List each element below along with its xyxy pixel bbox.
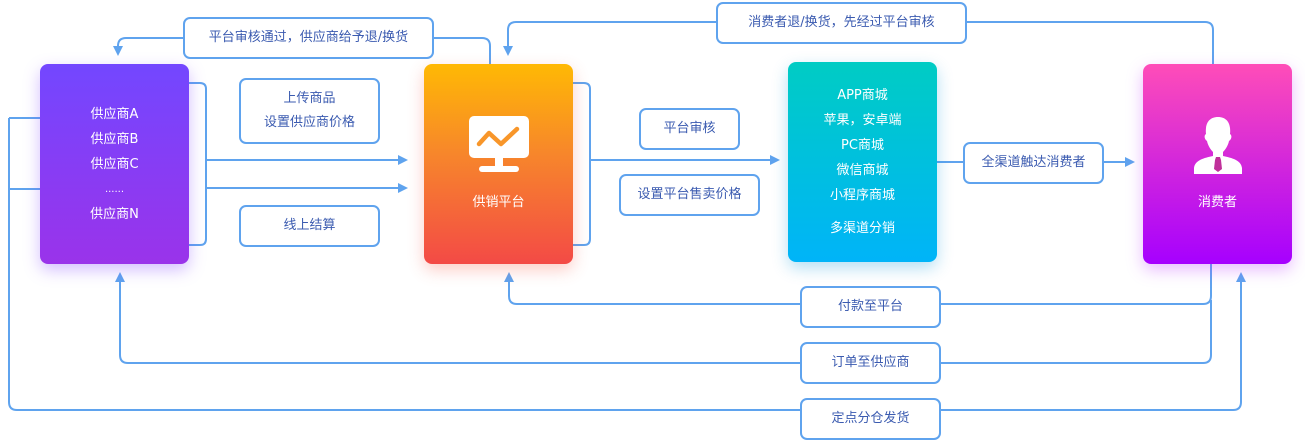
consumer-node: 消费者 [1143,64,1292,264]
edge-fixed-point-shipping [8,118,1246,411]
edge-supplier-bracket [189,82,207,246]
supplier-n: 供应商N [90,206,139,222]
supplier-c: 供应商C [90,156,139,172]
monitor-chart-icon [467,114,531,176]
label-return-approved: 平台审核通过，供应商给予退/换货 [183,17,434,59]
label-order-to-supplier-text: 订单至供应商 [831,355,910,370]
label-fixed-point-shipping-text: 定点分仓发货 [831,411,910,426]
label-payment-to-platform-text: 付款至平台 [837,299,903,314]
label-upload-products: 上传商品 设置供应商价格 [239,78,380,144]
platform-node: 供销平台 [424,64,573,264]
label-omnichannel: 全渠道触达消费者 [963,142,1104,184]
platform-title: 供销平台 [472,194,525,210]
label-upload-line1: 上传商品 [283,91,336,106]
channel-ios-android: 苹果，安卓端 [823,113,902,128]
label-upload-line2: 设置供应商价格 [263,115,355,130]
label-online-settlement-text: 线上结算 [283,218,336,233]
supplier-a: 供应商A [90,106,139,122]
label-order-to-supplier: 订单至供应商 [800,342,941,384]
label-platform-review-text: 平台审核 [663,121,716,136]
channel-miniprogram: 小程序商城 [829,188,895,203]
label-consumer-return: 消费者退/换货，先经过平台审核 [716,2,967,44]
channels-node: APP商城 苹果，安卓端 PC商城 微信商城 小程序商城 多渠道分销 [788,62,937,262]
label-set-platform-price: 设置平台售卖价格 [619,174,760,216]
user-tie-icon [1186,114,1250,176]
suppliers-node: 供应商A 供应商B 供应商C ...... 供应商N [40,64,189,264]
edge-order-to-supplier [115,272,1212,364]
channel-pc: PC商城 [841,138,884,153]
label-platform-review: 平台审核 [639,108,740,150]
label-omnichannel-text: 全渠道触达消费者 [981,155,1086,170]
label-payment-to-platform: 付款至平台 [800,286,941,328]
label-online-settlement: 线上结算 [239,205,380,247]
edge-platform-bracket [573,82,591,246]
label-return-approved-text: 平台审核通过，供应商给予退/换货 [208,30,409,45]
label-fixed-point-shipping: 定点分仓发货 [800,398,941,440]
channel-app: APP商城 [837,88,888,103]
channel-multi-distribution: 多渠道分销 [829,221,895,236]
supplier-b: 供应商B [90,131,139,147]
supplier-ellipsis: ...... [104,183,125,195]
label-consumer-return-text: 消费者退/换货，先经过平台审核 [748,15,935,30]
label-set-platform-price-text: 设置平台售卖价格 [637,187,742,202]
consumer-title: 消费者 [1197,194,1237,210]
channel-wechat: 微信商城 [836,163,889,178]
